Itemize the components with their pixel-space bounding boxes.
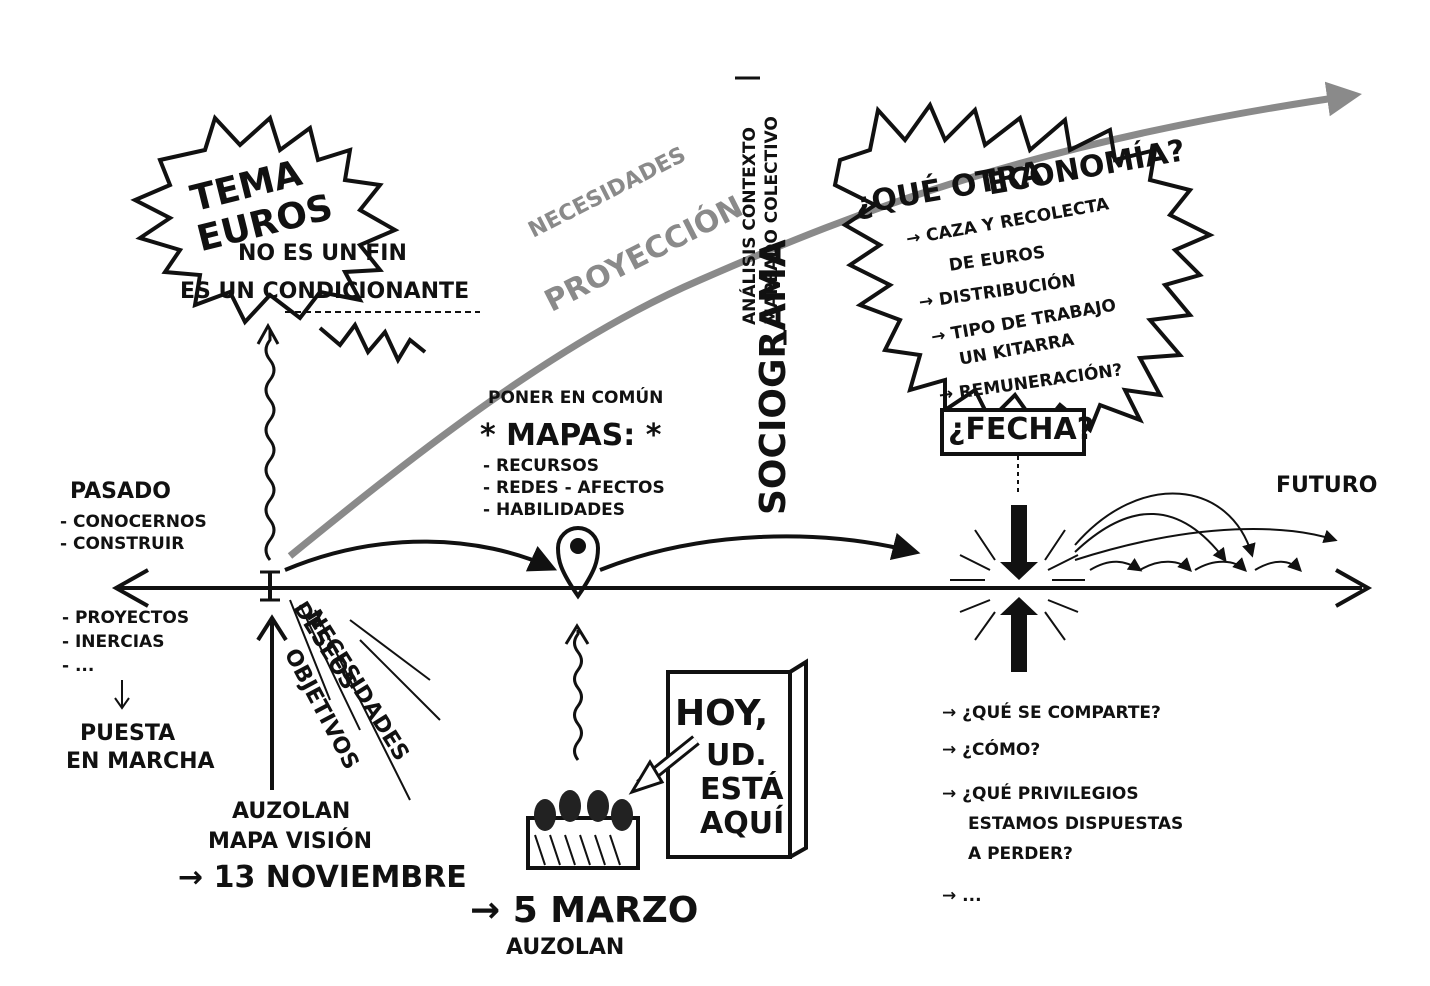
hoy-line3: ESTÁ xyxy=(700,772,784,807)
mapas-item-1: - RECURSOS xyxy=(483,456,599,476)
auzolan-marzo-date: → 5 MARZO xyxy=(470,890,699,931)
future-label: FUTURO xyxy=(1276,473,1378,498)
arc-to-map-pin xyxy=(284,539,558,572)
burst-left-line4: ES UN CONDICIONANTE xyxy=(180,279,470,304)
mapas-item-2: - REDES - AFECTOS xyxy=(483,478,665,498)
question-item-1: → ¿QUÉ SE COMPARTE? xyxy=(942,703,1161,723)
hoy-line1: HOY, xyxy=(675,693,769,734)
question-item-2: → ¿CÓMO? xyxy=(942,740,1041,760)
auzolan-vision-line2: MAPA VISIÓN xyxy=(208,829,373,854)
sociograma-sub1: ANÁLISIS CONTEXTO xyxy=(740,127,760,325)
deseos-fan-lines xyxy=(289,599,441,801)
past-item-2: - CONSTRUIR xyxy=(60,534,185,554)
future-arcs xyxy=(1074,492,1338,572)
past-below-item-1: - PROYECTOS xyxy=(62,608,190,628)
start-label-line2: EN MARCHA xyxy=(66,749,215,774)
wavy-connector-left xyxy=(264,330,276,561)
question-item-6: → ... xyxy=(942,886,982,906)
start-marker xyxy=(260,570,280,602)
map-pin-icon xyxy=(555,526,601,600)
past-label: PASADO xyxy=(70,479,171,504)
question-item-4: ESTAMOS DISPUESTAS xyxy=(968,814,1184,834)
mapas-intro: PONER EN COMÚN xyxy=(488,388,664,408)
collision-arrows xyxy=(950,505,1085,672)
projection-arrow xyxy=(287,81,1362,559)
auzolan-vision-line1: AUZOLAN xyxy=(232,799,351,824)
mapas-item-3: - HABILIDADES xyxy=(483,500,626,520)
burst-left-line3: NO ES UN FIN xyxy=(238,241,407,266)
people-group-icon xyxy=(526,790,640,870)
fecha-box xyxy=(940,408,1086,456)
auzolan-marzo-line2: AUZOLAN xyxy=(506,935,625,960)
fecha-label: ¿FECHA? xyxy=(948,412,1095,447)
hoy-line4: AQUÍ xyxy=(700,806,785,841)
auzolan-vision-date: → 13 NOVIEMBRE xyxy=(178,860,467,895)
left-burst-shape xyxy=(130,114,400,326)
timeline-axis xyxy=(111,568,1373,608)
past-below-item-2: - INERCIAS xyxy=(62,632,165,652)
past-below-item-3: - ... xyxy=(62,656,95,676)
question-item-5: A PERDER? xyxy=(968,844,1073,864)
arc-to-future xyxy=(599,532,921,572)
question-item-3: → ¿QUÉ PRIVILEGIOS xyxy=(942,784,1139,804)
start-label-line1: PUESTA xyxy=(80,721,176,746)
hoy-sign xyxy=(628,658,808,859)
past-item-1: - CONOCERNOS xyxy=(60,512,207,532)
sociograma-sub2: MAPEADO COLECTIVO xyxy=(762,116,782,325)
hoy-line2: UD. xyxy=(706,738,767,773)
left-burst-tail xyxy=(318,321,427,365)
mapas-title: * MAPAS: * xyxy=(480,418,662,453)
wavy-connector-middle xyxy=(573,630,583,761)
right-burst-shape xyxy=(832,100,1215,434)
